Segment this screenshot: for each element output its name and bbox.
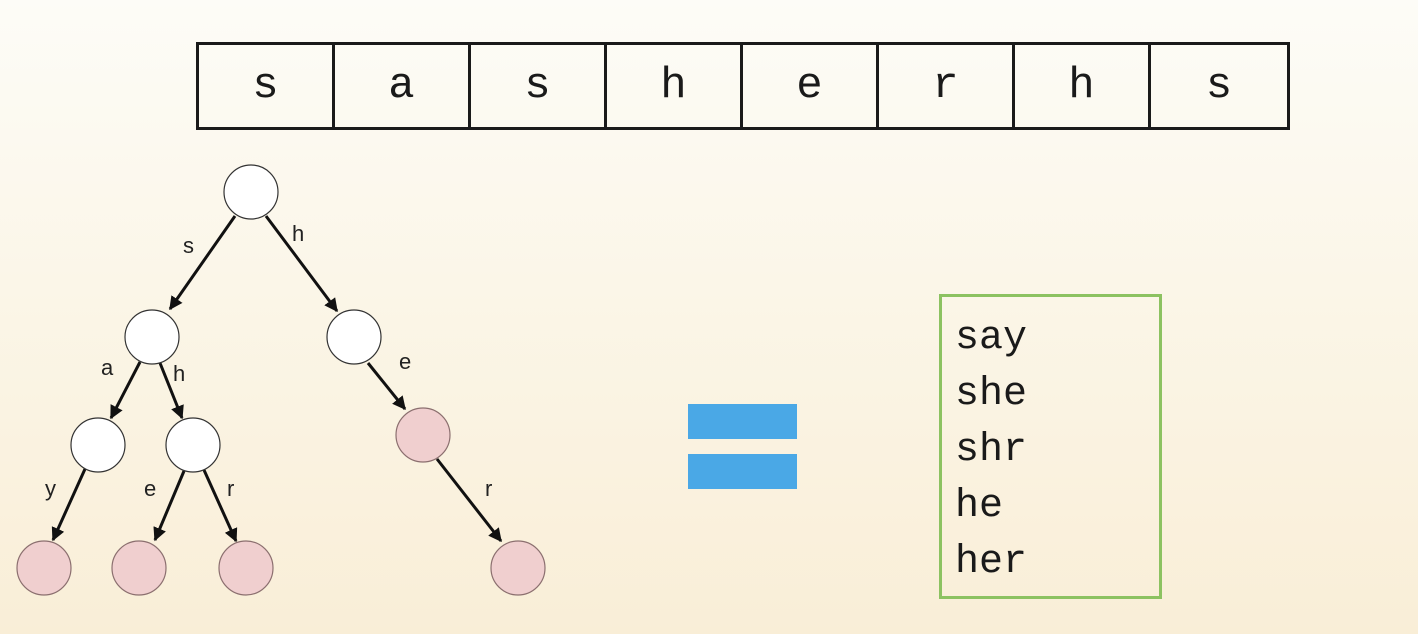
edge-label: h bbox=[292, 221, 304, 246]
trie-node-root bbox=[223, 164, 279, 220]
string-cell: h bbox=[607, 45, 743, 127]
trie-node-terminal bbox=[218, 540, 274, 596]
word-item: she bbox=[955, 372, 1028, 417]
edge-label: y bbox=[45, 476, 56, 501]
trie-node-terminal bbox=[16, 540, 72, 596]
trie-edge-r-2 bbox=[435, 458, 503, 543]
trie-diagram: s h a h e y e r r bbox=[16, 164, 546, 596]
trie-node-terminal bbox=[111, 540, 167, 596]
word-item: he bbox=[955, 484, 1004, 529]
string-cell: e bbox=[743, 45, 879, 127]
string-cell: s bbox=[199, 45, 335, 127]
string-cell: r bbox=[879, 45, 1015, 127]
trie-node-terminal bbox=[395, 407, 451, 463]
edge-label: r bbox=[485, 476, 492, 501]
string-cell: s bbox=[1205, 61, 1233, 111]
equals-sign-top-bar bbox=[688, 404, 797, 439]
edge-label: a bbox=[101, 355, 114, 380]
trie-edge-h-2 bbox=[158, 362, 184, 420]
string-cell: a bbox=[335, 45, 471, 127]
trie-edge-a bbox=[109, 361, 142, 420]
trie-edge-e-2 bbox=[153, 470, 186, 542]
trie-node bbox=[326, 309, 382, 365]
trie-node bbox=[165, 417, 221, 473]
trie-edge-h bbox=[264, 215, 339, 313]
string-cell: h bbox=[1015, 45, 1151, 127]
trie-node bbox=[70, 417, 126, 473]
edge-label: r bbox=[227, 476, 234, 501]
input-string-array: s a s h e r h s bbox=[196, 42, 1290, 130]
trie-node bbox=[124, 309, 180, 365]
trie-edge-r bbox=[202, 469, 238, 543]
edge-label: e bbox=[399, 349, 411, 374]
word-item: say bbox=[955, 316, 1028, 361]
trie-edge-s bbox=[168, 215, 237, 311]
trie-node-terminal bbox=[490, 540, 546, 596]
word-list-box: say she shr he her bbox=[939, 294, 1162, 599]
string-cell: s bbox=[471, 45, 607, 127]
equals-sign-bottom-bar bbox=[688, 454, 797, 489]
word-item: shr bbox=[955, 428, 1028, 473]
edge-label: e bbox=[144, 476, 156, 501]
edge-label: s bbox=[183, 233, 194, 258]
edge-label: h bbox=[173, 361, 185, 386]
trie-edge-y bbox=[51, 468, 87, 542]
trie-edge-e bbox=[366, 362, 407, 411]
word-item: her bbox=[955, 540, 1028, 585]
